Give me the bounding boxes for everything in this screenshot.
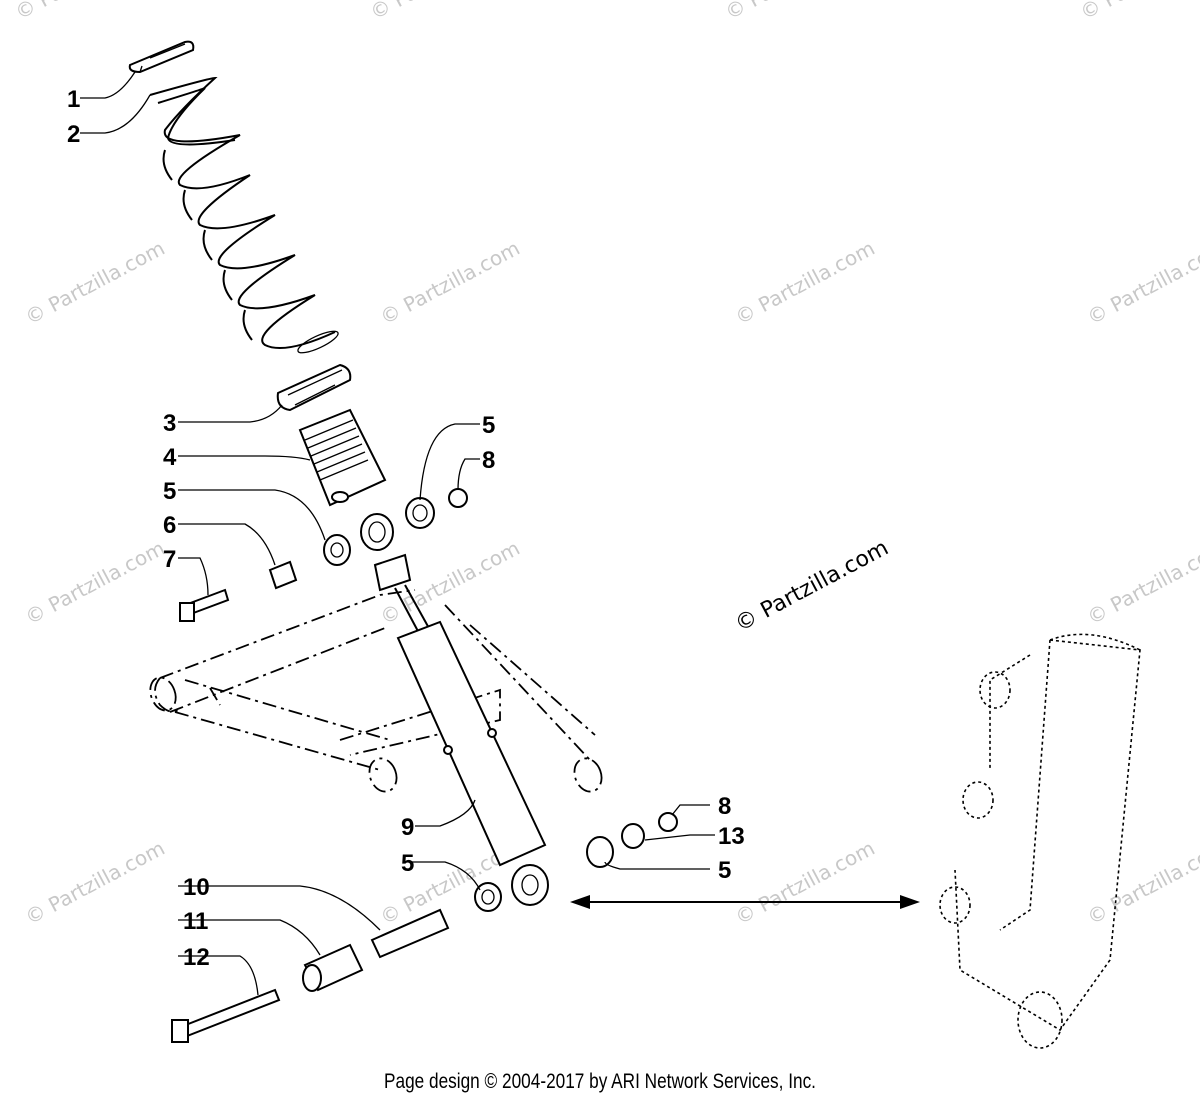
- callout-1: 1: [67, 86, 80, 113]
- leader-lines: [80, 71, 715, 996]
- callout-12: 12: [183, 944, 210, 971]
- watermark-group: © Partzilla.com © Partzilla.com © Partzi…: [11, 0, 1200, 929]
- page-footer-copyright: Page design © 2004-2017 by ARI Network S…: [384, 1070, 816, 1093]
- watermark: © Partzilla.com: [731, 836, 879, 930]
- callout-5: 5: [401, 850, 414, 877]
- callout-13: 13: [718, 823, 745, 850]
- watermark: © Partzilla.com: [731, 236, 879, 330]
- watermark: © Partzilla.com: [11, 0, 159, 24]
- callout-7: 7: [163, 546, 176, 573]
- watermark: © Partzilla.com: [366, 0, 514, 24]
- watermark: © Partzilla.com: [21, 236, 169, 330]
- watermark: © Partzilla.com: [1076, 0, 1200, 24]
- callout-9: 9: [401, 814, 414, 841]
- callout-6: 6: [163, 512, 176, 539]
- spring-retainer-top: [128, 40, 195, 74]
- watermark: © Partzilla.com: [1083, 536, 1200, 630]
- watermark-main: © Partzilla.com: [731, 536, 893, 638]
- watermark: © Partzilla.com: [21, 536, 169, 630]
- watermark: © Partzilla.com: [1083, 836, 1200, 930]
- callout-labels: 1 2 3 4 5 6 7 5 8 9 5 10 11 12 8 13 5: [67, 86, 745, 971]
- a-arm-phantom: [149, 589, 603, 793]
- watermark: © Partzilla.com: [21, 836, 169, 930]
- coil-spring: [149, 76, 339, 354]
- callout-5: 5: [718, 857, 731, 884]
- direction-arrow: [570, 895, 920, 909]
- callout-5: 5: [163, 478, 176, 505]
- lower-mount-hardware: [171, 812, 678, 1043]
- watermark: © Partzilla.com: [721, 0, 869, 24]
- adjuster-collar: [298, 408, 387, 507]
- callout-10: 10: [183, 874, 210, 901]
- spring-seat-lower: [276, 363, 352, 412]
- shock-absorber-body: [373, 553, 549, 906]
- callout-8: 8: [482, 447, 495, 474]
- callout-8: 8: [718, 793, 731, 820]
- callout-3: 3: [163, 410, 176, 437]
- callout-4: 4: [163, 444, 177, 471]
- spindle-phantom: [939, 633, 1141, 1049]
- watermark: © Partzilla.com: [1083, 236, 1200, 330]
- watermark: © Partzilla.com: [376, 236, 524, 330]
- callout-5: 5: [482, 412, 495, 439]
- callout-11: 11: [183, 908, 208, 935]
- callout-2: 2: [67, 121, 80, 148]
